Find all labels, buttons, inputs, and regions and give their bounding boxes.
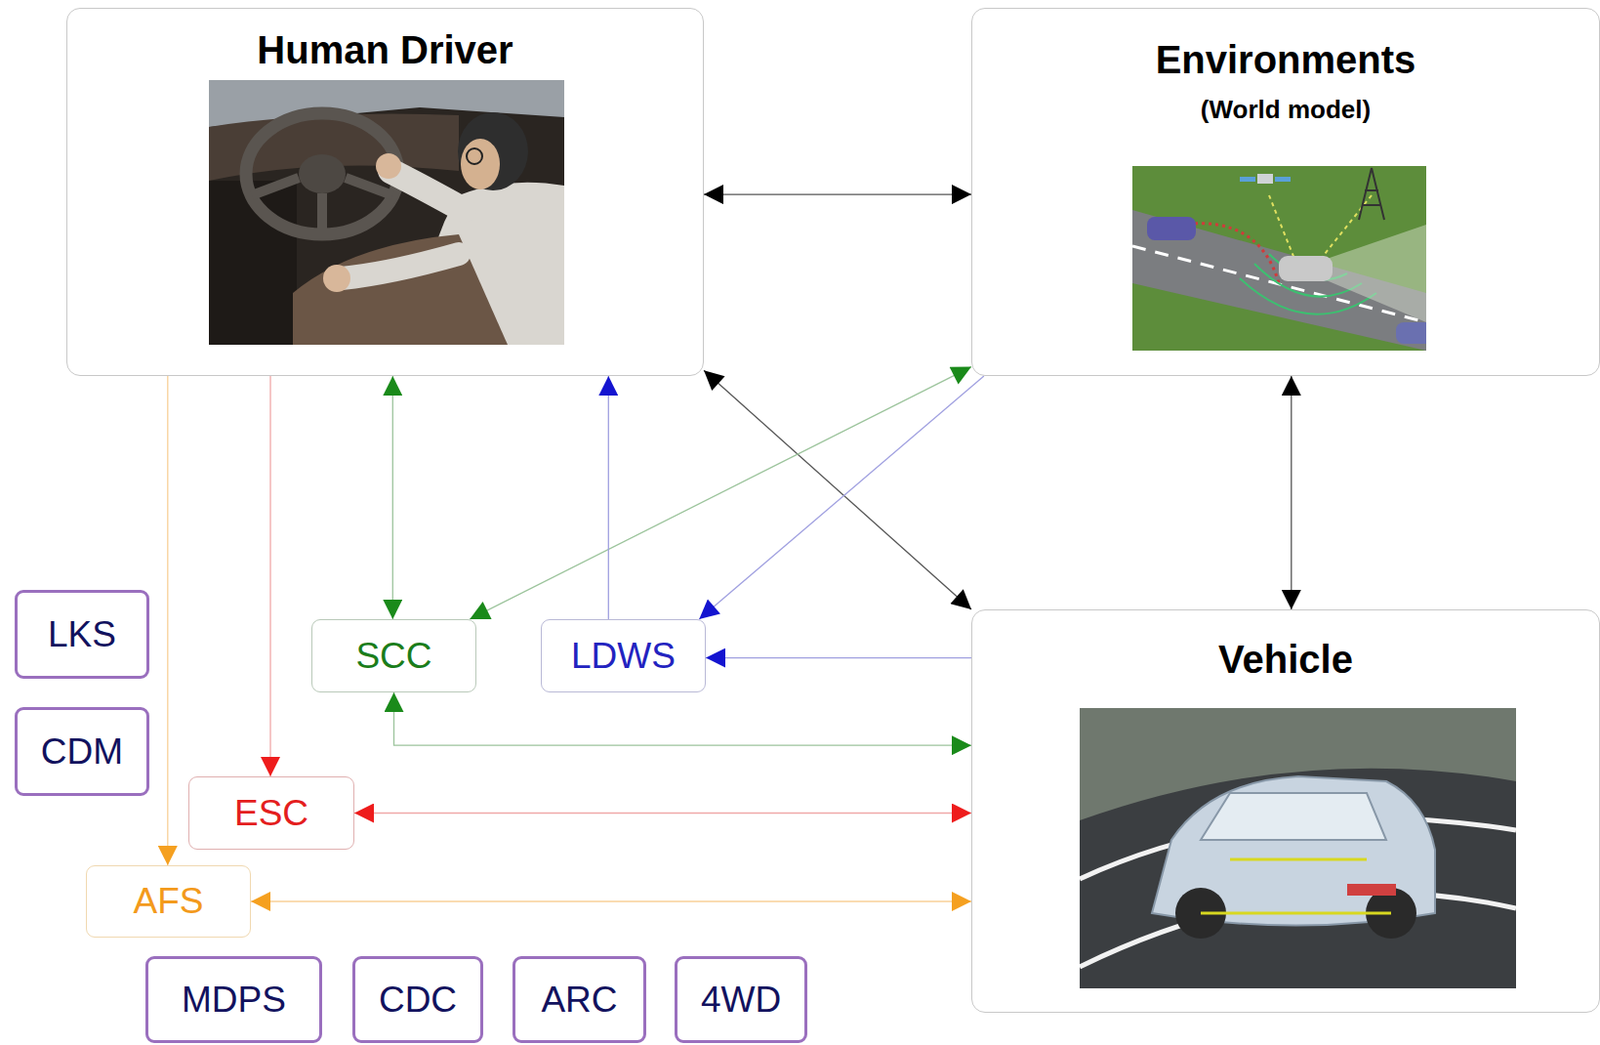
- system-box: ESC: [188, 776, 355, 850]
- node-title: LKS: [47, 613, 117, 657]
- connector-arrow: [166, 375, 168, 865]
- driver-box: Human Driver: [66, 7, 704, 376]
- environment-box: Environments (World model): [971, 7, 1600, 376]
- connector-arrow: [698, 375, 985, 619]
- node-subtitle: (World model): [1200, 92, 1371, 126]
- vehicle-image: [1079, 707, 1517, 988]
- system-box: CDM: [14, 706, 150, 796]
- node-title: AFS: [133, 879, 205, 923]
- node-title: Environments: [1155, 36, 1417, 83]
- system-box: SCC: [311, 618, 477, 693]
- connector-arrow: [469, 367, 972, 619]
- connector-arrow: [1290, 375, 1292, 610]
- connector-arrow: [705, 656, 972, 658]
- node-title: 4WD: [700, 978, 781, 1022]
- connector-arrow: [608, 375, 610, 619]
- connector-arrow: [703, 369, 972, 610]
- node-title: LDWS: [571, 634, 676, 678]
- node-title: CDC: [378, 978, 457, 1022]
- node-title: Human Driver: [256, 26, 513, 74]
- node-title: ESC: [234, 791, 309, 835]
- system-box: ARC: [512, 955, 647, 1043]
- driver-photo: [208, 80, 565, 345]
- system-box: AFS: [85, 864, 251, 938]
- node-title: ARC: [540, 978, 617, 1022]
- system-box: 4WD: [674, 955, 808, 1043]
- node-title: CDM: [41, 730, 124, 774]
- system-box: LDWS: [540, 618, 706, 693]
- connector-arrow: [354, 812, 972, 814]
- connector-arrow: [250, 900, 972, 902]
- connector-arrow: [394, 692, 973, 745]
- vehicle-box: Vehicle: [971, 609, 1600, 1013]
- node-title: SCC: [355, 634, 432, 678]
- node-title: Vehicle: [1218, 635, 1354, 683]
- connector-arrow: [703, 193, 972, 195]
- connector-arrow: [269, 375, 271, 777]
- environment-image: [1132, 165, 1427, 351]
- system-box: MDPS: [145, 955, 323, 1043]
- system-box: LKS: [14, 589, 150, 679]
- node-title: MDPS: [181, 978, 287, 1022]
- system-box: CDC: [352, 955, 484, 1043]
- connector-arrow: [392, 375, 394, 619]
